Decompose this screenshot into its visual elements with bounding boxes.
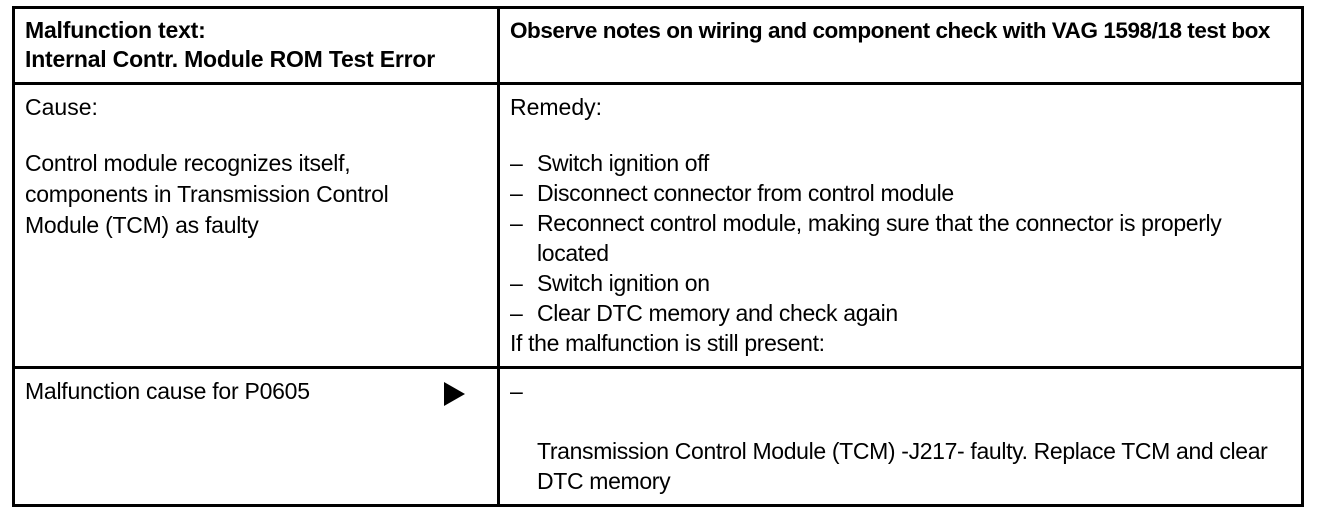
remedy-step-text: Reconnect control module, making sure th… [537, 210, 1222, 266]
wiring-notes-title: Observe notes on wiring and component ch… [510, 18, 1270, 43]
body-cell-remedy: Remedy: – Switch ignition off – Disconne… [497, 82, 1304, 369]
list-item: – Transmission Control Module (TCM) -J21… [510, 376, 1291, 496]
dash-bullet-icon: – [510, 378, 523, 404]
list-item: – Reconnect control module, making sure … [510, 208, 1291, 268]
dash-bullet-icon: – [510, 150, 523, 176]
remedy-step-list: – Switch ignition off – Disconnect conne… [510, 148, 1291, 328]
list-item: – Switch ignition on [510, 268, 1291, 298]
dtc-table: Malfunction text: Internal Contr. Module… [12, 6, 1304, 507]
malfunction-cause-label: Malfunction cause for P0605 [25, 378, 310, 404]
remedy-step-text: Clear DTC memory and check again [537, 300, 898, 326]
footer-cell-malfunction-cause: Malfunction cause for P0605 [12, 366, 500, 507]
dash-bullet-icon: – [510, 180, 523, 206]
remedy-label: Remedy: [510, 94, 603, 120]
list-item: – Disconnect connector from control modu… [510, 178, 1291, 208]
list-item: – Switch ignition off [510, 148, 1291, 178]
footer-cell-action: – Transmission Control Module (TCM) -J21… [497, 366, 1304, 507]
malfunction-text-title: Malfunction text: Internal Contr. Module… [25, 17, 436, 72]
body-cell-cause: Cause: Control module recognizes itself,… [12, 82, 500, 369]
footer-action-text: Transmission Control Module (TCM) -J217-… [537, 438, 1268, 494]
cause-label: Cause: [25, 94, 98, 120]
list-item: – Clear DTC memory and check again [510, 298, 1291, 328]
remedy-step-text: Switch ignition off [537, 150, 709, 176]
cause-description: Control module recognizes itself, compon… [25, 150, 389, 238]
header-cell-notes: Observe notes on wiring and component ch… [497, 6, 1304, 85]
table-row-header: Malfunction text: Internal Contr. Module… [12, 6, 1304, 85]
dash-bullet-icon: – [510, 300, 523, 326]
remedy-step-text: Disconnect connector from control module [537, 180, 954, 206]
remedy-step-text: Switch ignition on [537, 270, 710, 296]
right-triangle-icon [444, 382, 465, 406]
dash-bullet-icon: – [510, 210, 523, 236]
dash-bullet-icon: – [510, 270, 523, 296]
header-cell-malfunction-text: Malfunction text: Internal Contr. Module… [12, 6, 500, 85]
footer-action-list: – Transmission Control Module (TCM) -J21… [510, 376, 1291, 496]
remedy-footnote: If the malfunction is still present: [510, 330, 825, 356]
table-row-body: Cause: Control module recognizes itself,… [12, 82, 1304, 369]
document-page: Malfunction text: Internal Contr. Module… [12, 6, 1304, 507]
table-row-footer: Malfunction cause for P0605 – Transmissi… [12, 366, 1304, 507]
